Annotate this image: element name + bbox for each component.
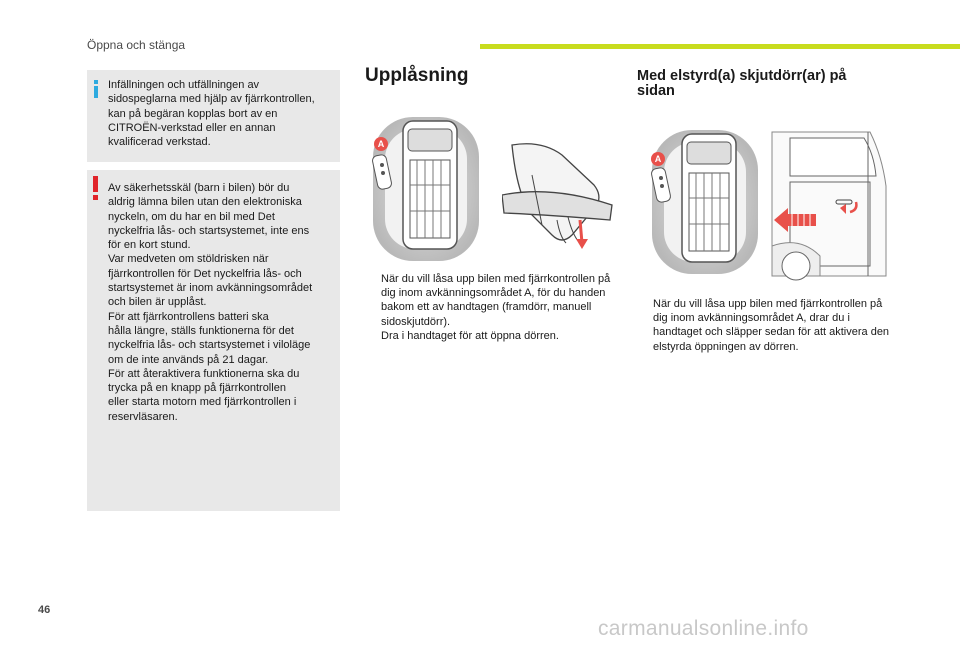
sliding-door-illustration (770, 126, 888, 284)
section-title: Öppna och stänga (87, 38, 186, 52)
sliding-door-heading: Med elstyrd(a) skjutdörr(ar) på sidan (637, 68, 847, 99)
info-icon (94, 80, 99, 98)
header-accent-bar (480, 44, 960, 49)
watermark: carmanualsonline.info (598, 617, 809, 640)
car-detection-zone-illustration (372, 117, 479, 261)
bullet-text: När du vill låsa upp bilen med fjärrkont… (653, 298, 890, 353)
bullet-text: Dra i handtaget för att öppna dörren. (381, 329, 559, 342)
sliding-door-instructions: När du vill låsa upp bilen med fjärrkont… (637, 297, 892, 354)
list-item: När du vill låsa upp bilen med fjärrkont… (637, 297, 892, 354)
unlocking-heading: Upplåsning (365, 65, 469, 86)
hand-pulling-handle-illustration (502, 143, 613, 249)
info-note: Infällningen och utfällningen av sidospe… (87, 70, 340, 162)
car-detection-zone-illustration-2 (651, 130, 758, 274)
warning-note-text: Av säkerhetsskäl (barn i bilen) bör du a… (108, 182, 313, 423)
warning-note: Av säkerhetsskäl (barn i bilen) bör du a… (87, 170, 340, 511)
page-number: 46 (38, 604, 51, 616)
zone-label-a: A (374, 137, 388, 151)
zone-label-a: A (651, 152, 665, 166)
unlocking-instructions: När du vill låsa upp bilen med fjärrkont… (365, 272, 615, 343)
warning-icon (93, 176, 99, 200)
list-item: När du vill låsa upp bilen med fjärrkont… (365, 272, 615, 329)
list-item: Dra i handtaget för att öppna dörren. (365, 329, 615, 343)
bullet-text: När du vill låsa upp bilen med fjärrkont… (381, 273, 611, 328)
info-note-text: Infällningen och utfällningen av sidospe… (108, 79, 315, 149)
